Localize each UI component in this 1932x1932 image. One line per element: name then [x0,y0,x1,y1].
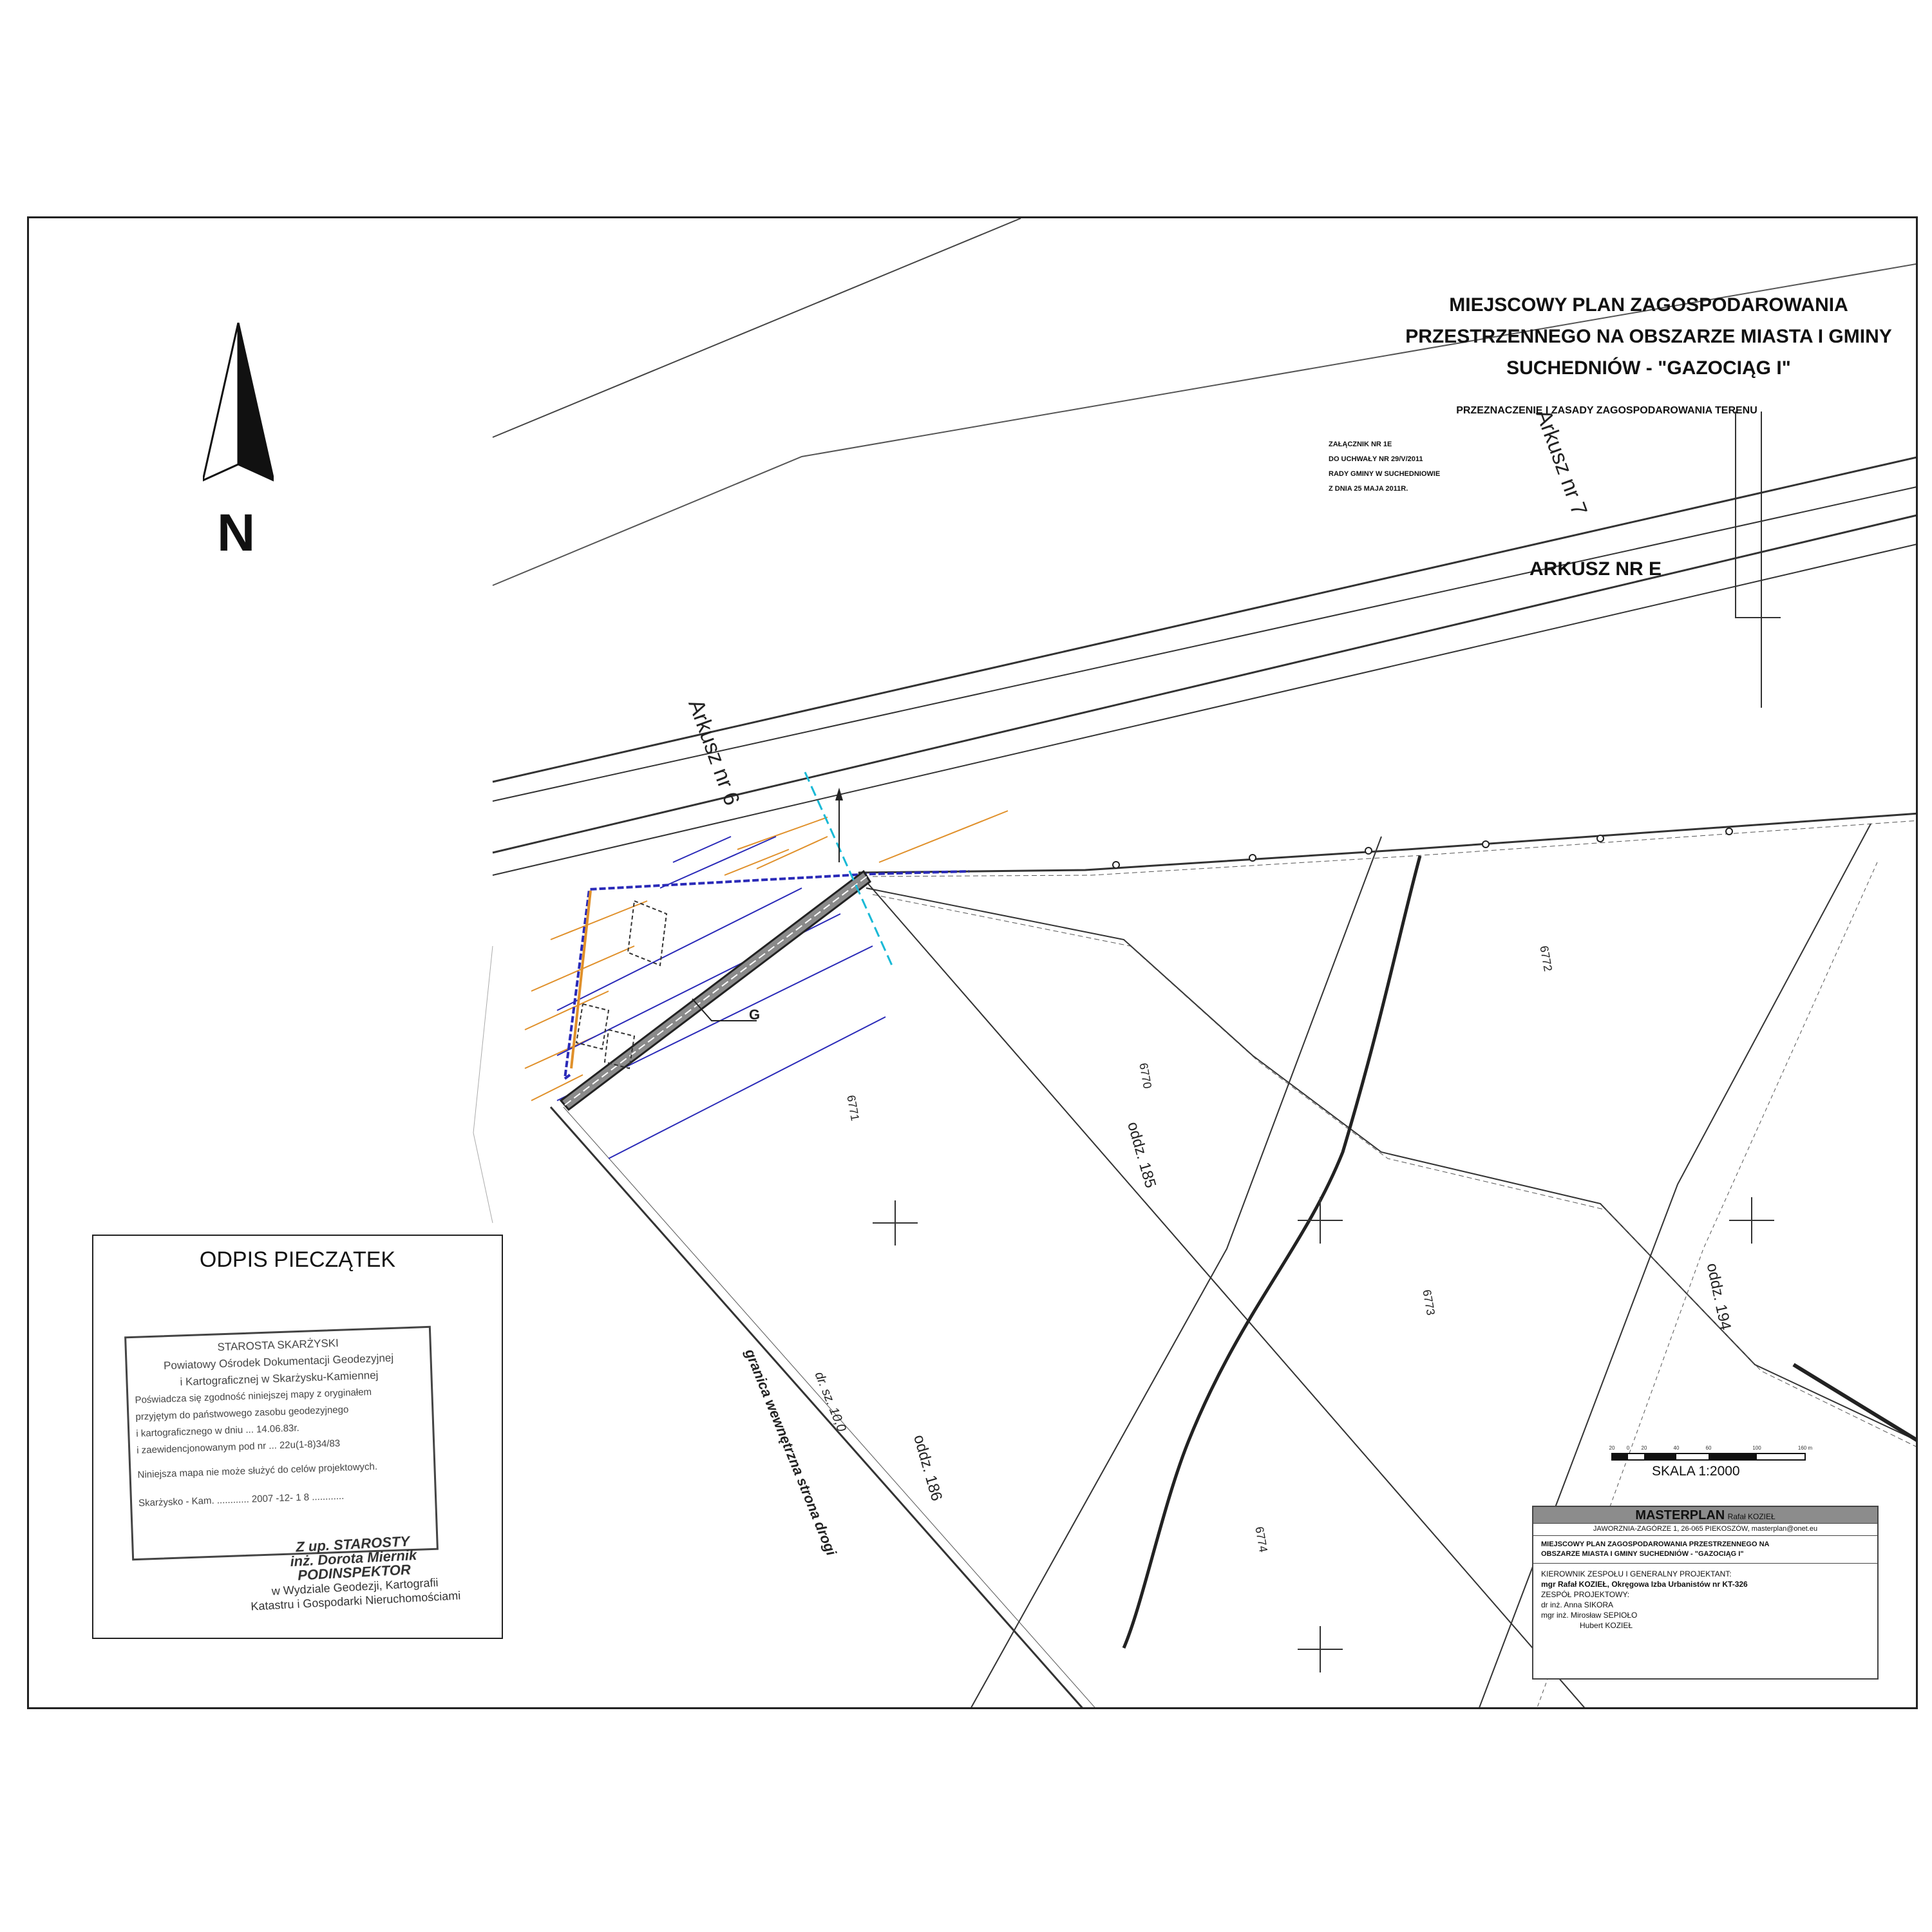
plan-title: MIEJSCOWY PLAN ZAGOSPODAROWANIA PRZESTRZ… [1311,289,1916,384]
forest-division-line [866,887,1916,1441]
boundary-line [492,486,1916,802]
resolution-line: DO UCHWAŁY NR 29/V/2011 [1329,455,1423,463]
company-name: MASTERPLAN [1635,1508,1725,1522]
boundary-line [492,514,1916,854]
gas-pipeline-axis [564,876,867,1106]
plan-name-line: OBSZARZE MIASTA I GMINY SUCHEDNIÓW - "GA… [1541,1550,1744,1558]
team-member: mgr inż. Mirosław SEPIOŁO [1541,1611,1638,1620]
plan-title-line: SUCHEDNIÓW - "GAZOCIĄG I" [1506,357,1791,379]
scale-label: SKALA 1:2000 [1652,1464,1740,1479]
scale-tick-label: 100 [1752,1445,1761,1451]
road-line [858,812,1916,874]
resolution-line: ZAŁĄCZNIK NR 1E [1329,440,1392,448]
forest-division-line [858,872,1586,1707]
title-block: MASTERPLAN Rafał KOZIEŁ JAWORZNIA-ZAGÓRZ… [1532,1506,1879,1680]
company-header: MASTERPLAN Rafał KOZIEŁ [1533,1507,1877,1524]
scale-tick-label: 160 m [1798,1445,1813,1451]
sheet-edge-line [473,945,493,1224]
team-lead-label: KIEROWNIK ZESPOŁU I GENERALNY PROJEKTANT… [1541,1569,1732,1578]
boundary-line [492,544,1916,876]
road-line [872,820,1916,877]
label-zone-g: G [749,1007,761,1023]
plan-name-line: MIEJSCOWY PLAN ZAGOSPODAROWANIA PRZESTRZ… [1541,1540,1770,1548]
office-stamp: STAROSTA SKARŻYSKI Powiatowy Ośrodek Dok… [124,1325,439,1561]
zone-hatching-blue [556,836,886,1159]
scale-tick-label: 0 [1627,1445,1630,1451]
map-frame: Arkusz nr 6 Arkusz nr 7 G oddz. 185 oddz… [27,216,1918,1709]
team-lead-name: mgr Rafał KOZIEŁ, Okręgowa Izba Urbanist… [1541,1580,1748,1589]
north-label: N [217,504,256,562]
sheet-edge-line [492,263,1916,586]
cyan-dashed-line [804,772,893,966]
building-outline [575,1003,610,1050]
zone-g-leader [692,998,757,1021]
company-owner: Rafał KOZIEŁ [1727,1512,1776,1521]
project-team: KIEROWNIK ZESPOŁU I GENERALNY PROJEKTANT… [1533,1564,1877,1636]
team-label: ZESPÓŁ PROJEKTOWY: [1541,1590,1630,1599]
team-member: Hubert KOZIEŁ [1580,1621,1633,1630]
north-arrow-icon [203,323,274,482]
plan-area-outline [563,870,970,1082]
signature-stamp: Z up. STAROSTY inż. Dorota Miernik PODIN… [246,1531,462,1613]
map-drawing [473,218,1916,1707]
sheet-edge-line [492,218,1021,438]
boundary-line [492,456,1916,783]
forest-division-line [549,1106,1083,1707]
stamp-panel: ODPIS PIECZĄTEK STAROSTA SKARŻYSKI Powia… [92,1235,503,1639]
plan-title-line: MIEJSCOWY PLAN ZAGOSPODAROWANIA [1449,294,1848,316]
stamp-panel-title: ODPIS PIECZĄTEK [199,1247,396,1272]
forest-division-line [872,894,1916,1447]
team-member: dr inż. Anna SIKORA [1541,1600,1614,1609]
scale-tick-label: 20 [1609,1445,1615,1451]
building-outline [627,900,668,967]
forest-division-line [971,836,1382,1707]
plan-area-outline [570,890,592,1069]
sheet-marker [1735,412,1781,618]
scale-tick-label: 60 [1706,1445,1712,1451]
resolution-info: ZAŁĄCZNIK NR 1E DO UCHWAŁY NR 29/V/2011 … [1329,437,1440,497]
forest-division-line [563,1106,1095,1707]
plan-title-line: PRZESTRZENNEGO NA OBSZARZE MIASTA I GMIN… [1405,326,1892,347]
grid-crosses [873,1197,1774,1672]
forest-road-line [1792,1363,1916,1442]
resolution-line: Z DNIA 25 MAJA 2011R. [1329,485,1408,493]
survey-points [1112,828,1733,869]
sheet-label: ARKUSZ NR E [1530,558,1662,580]
resolution-line: RADY GMINY W SUCHEDNIOWIE [1329,470,1441,478]
stamp-line: Niniejsza mapa nie może służyć do celów … [137,1461,378,1481]
plan-name: MIEJSCOWY PLAN ZAGOSPODAROWANIA PRZESTRZ… [1533,1536,1877,1564]
stream-line [1122,855,1422,1649]
company-address: JAWORZNIA-ZAGÓRZE 1, 26-065 PIEKOSZÓW, m… [1533,1524,1877,1536]
scale-tick-label: 40 [1674,1445,1680,1451]
plan-subtitle: PRZEZNACZENIE I ZASADY ZAGOSPODAROWANIA … [1456,405,1757,416]
direction-arrowhead [835,788,843,800]
stamp-line: Skarżysko - Kam. ............ 2007 -12- … [138,1490,345,1509]
scale-tick-label: 20 [1642,1445,1647,1451]
scale-bar: 20 0 20 40 60 100 160 m [1609,1445,1813,1461]
building-outline [603,1029,636,1070]
